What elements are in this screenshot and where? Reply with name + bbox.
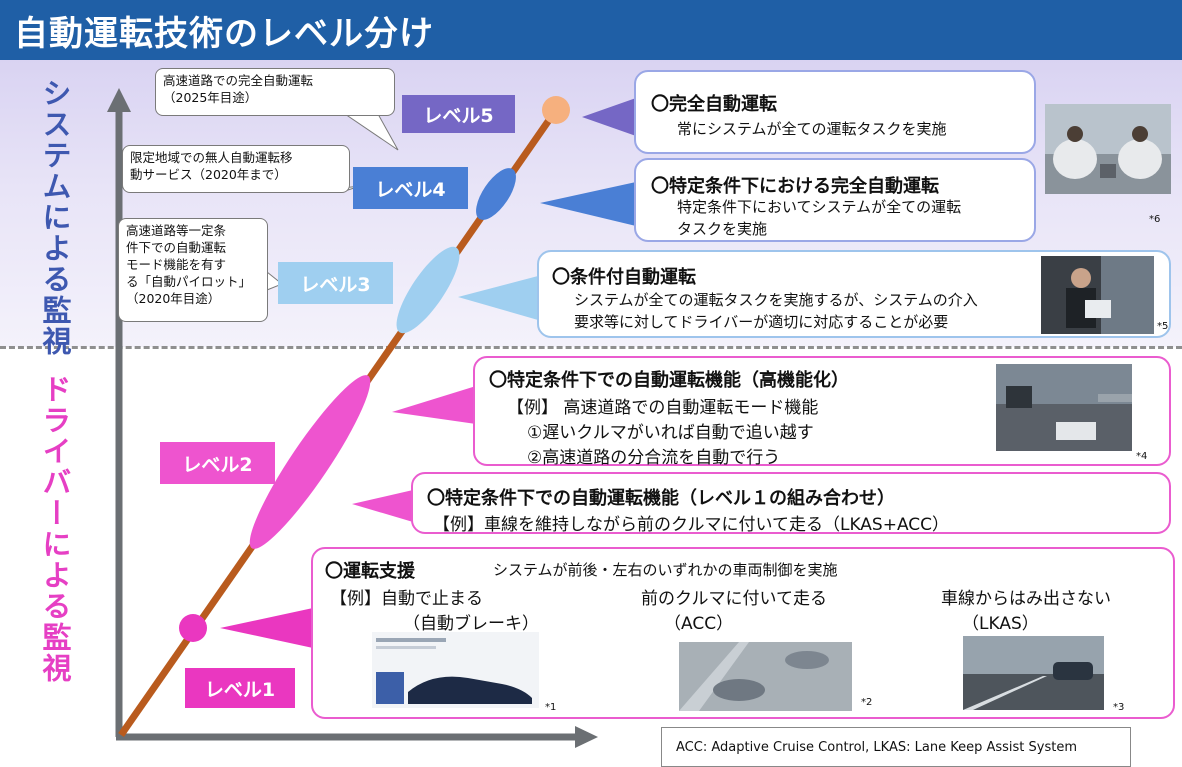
- level2-combination-example: 【例】車線を維持しながら前のクルマに付いて走る（LKAS+ACC）: [433, 515, 950, 535]
- note-line: 限定地域での無人自動運転移: [130, 150, 293, 165]
- note5-tail: [343, 113, 399, 151]
- system-monitoring-label: システムによる監視: [38, 78, 72, 357]
- monitoring-divider: [0, 346, 1182, 349]
- level2-advanced-item1: ①遅いクルマがいれば自動で追い越す: [527, 423, 814, 443]
- level2-advanced-example: 【例】 高速道路での自動運転モード機能: [507, 398, 819, 418]
- level5-description-box: [634, 70, 1036, 154]
- level1-subtitle: システムが前後・左右のいずれかの車両制御を実施: [493, 561, 838, 579]
- example-lkas-label: 車線からはみ出さない: [941, 589, 1111, 609]
- note-line: （2020年目途）: [126, 290, 221, 306]
- note-line: 高速道路等一定条: [126, 223, 227, 238]
- pointer-level2a: [352, 490, 413, 522]
- level3-heading: 〇条件付自動運転: [552, 267, 696, 288]
- auto-brake-photo: [372, 632, 539, 708]
- note-line: 件下での自動運転: [126, 239, 227, 255]
- pointer-level1: [220, 608, 313, 648]
- level4-image-ref: *6: [1149, 214, 1161, 225]
- level3-badge: レベル3: [278, 262, 393, 304]
- auto-brake-ref: *1: [545, 702, 557, 713]
- note-line: 動サービス（2020年まで）: [130, 166, 287, 182]
- level1-marker: [179, 614, 207, 642]
- level1-heading: 〇運転支援: [325, 561, 415, 582]
- note-line: る「自動パイロット」: [126, 273, 252, 289]
- level5-marker: [542, 96, 570, 124]
- example-auto-brake-sub: （自動ブレーキ）: [403, 614, 539, 634]
- level4-text-line1: 特定条件下においてシステムが全ての運転: [677, 198, 962, 216]
- level2-advanced-heading: 〇特定条件下での自動運転機能（高機能化）: [489, 370, 849, 391]
- level3-image-ref: *5: [1157, 321, 1169, 332]
- acc-ref: *2: [861, 697, 873, 708]
- page-title: 自動運転技術のレベル分け: [14, 14, 434, 54]
- pointer-level5: [582, 98, 636, 136]
- driver-reading-photo: [1041, 256, 1154, 334]
- note-line: モード機能を有す: [126, 256, 227, 272]
- legend-text: ACC: Adaptive Cruise Control, LKAS: Lane…: [676, 740, 1077, 755]
- level2-image-ref: *4: [1136, 451, 1148, 462]
- pointer-level2b: [392, 386, 476, 424]
- level3-text-line2: 要求等に対してドライバーが適切に対応することが必要: [574, 313, 949, 331]
- y-axis-arrow: [107, 88, 131, 112]
- level1-badge: レベル1: [185, 668, 295, 708]
- note-line: （2025年目途）: [163, 89, 258, 105]
- driver-monitoring-label: ドライバーによる監視: [38, 374, 72, 684]
- level2-combination-heading: 〇特定条件下での自動運転機能（レベル１の組み合わせ）: [427, 488, 895, 509]
- level4-heading: 〇特定条件下における完全自動運転: [651, 176, 939, 197]
- pointer-level3: [458, 276, 538, 320]
- level4-marker: [476, 168, 516, 220]
- example-auto-brake-label: 【例】自動で止まる: [330, 589, 483, 609]
- acc-photo: [679, 642, 852, 711]
- lkas-photo: [963, 636, 1104, 710]
- level4-description-box: [634, 158, 1036, 242]
- level5-badge: レベル5: [402, 95, 515, 133]
- title-bar: [0, 0, 1182, 60]
- lkas-ref: *3: [1113, 702, 1125, 713]
- level5-heading: 〇完全自動運転: [651, 94, 777, 115]
- level4-note: 限定地域での無人自動運転移 動サービス（2020年まで）: [122, 145, 350, 193]
- level5-text: 常にシステムが全ての運転タスクを実施: [677, 120, 947, 138]
- example-acc-label: 前のクルマに付いて走る: [641, 589, 827, 609]
- level3-note: 高速道路等一定条 件下での自動運転 モード機能を有す る「自動パイロット」 （2…: [118, 218, 268, 322]
- level2-marker: [249, 375, 371, 549]
- level4-badge: レベル4: [353, 167, 468, 209]
- example-lkas-sub: （LKAS）: [962, 614, 1039, 634]
- x-axis-arrow: [575, 726, 598, 748]
- level3-marker: [396, 246, 460, 334]
- level5-note: 高速道路での完全自動運転 （2025年目途）: [155, 68, 395, 116]
- level2-badge: レベル2: [160, 442, 275, 484]
- level4-text-line2: タスクを実施: [677, 220, 768, 238]
- level2-combination-box: [411, 472, 1171, 534]
- level2-advanced-item2: ②高速道路の分合流を自動で行う: [527, 448, 781, 468]
- autonomous-interior-photo: [1045, 104, 1171, 194]
- pointer-level4: [540, 182, 636, 226]
- highway-photo: [996, 364, 1132, 451]
- note-line: 高速道路での完全自動運転: [163, 73, 314, 88]
- level3-text-line1: システムが全ての運転タスクを実施するが、システムの介入: [574, 291, 978, 309]
- example-acc-sub: （ACC）: [664, 614, 734, 634]
